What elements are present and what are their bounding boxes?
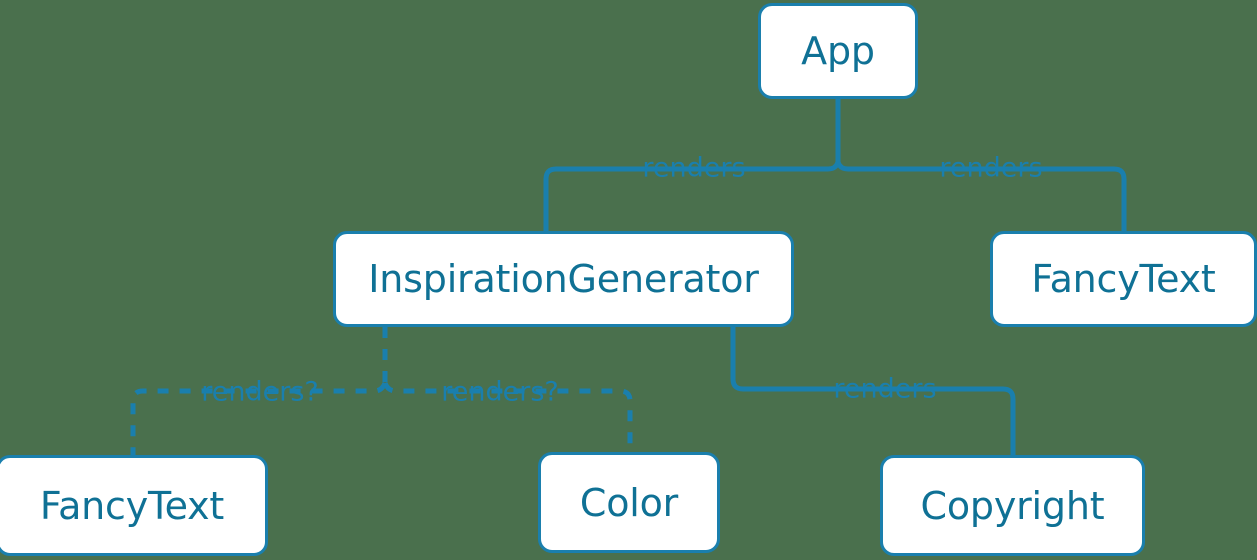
node-copyright[interactable]: Copyright	[880, 455, 1145, 556]
node-copyright-label: Copyright	[920, 483, 1105, 528]
edge-label-inspiration-color: renders?	[441, 379, 558, 406]
node-fancytext-bottom-label: FancyText	[39, 483, 225, 528]
edge-label-text: renders	[833, 373, 937, 405]
node-inspirationgenerator-label: InspirationGenerator	[368, 257, 759, 301]
node-app-label: App	[801, 29, 875, 73]
node-color-label: Color	[579, 480, 679, 525]
edge-label-text: renders?	[441, 376, 559, 408]
edge-label-text: renders	[939, 152, 1043, 184]
node-inspirationgenerator[interactable]: InspirationGenerator	[333, 231, 794, 327]
edge-label-app-fancytext: renders	[939, 155, 1042, 182]
node-app[interactable]: App	[758, 3, 918, 99]
edge-label-inspiration-fancytext: renders?	[201, 379, 318, 406]
edge-label-inspiration-copyright: renders	[833, 376, 936, 403]
node-color[interactable]: Color	[538, 452, 720, 553]
edge-label-app-inspiration: renders	[642, 155, 745, 182]
node-fancytext-top[interactable]: FancyText	[990, 231, 1257, 327]
edge-label-text: renders	[642, 152, 746, 184]
node-fancytext-bottom[interactable]: FancyText	[0, 455, 268, 556]
edge-label-text: renders?	[201, 376, 319, 408]
node-fancytext-top-label: FancyText	[1031, 257, 1216, 301]
